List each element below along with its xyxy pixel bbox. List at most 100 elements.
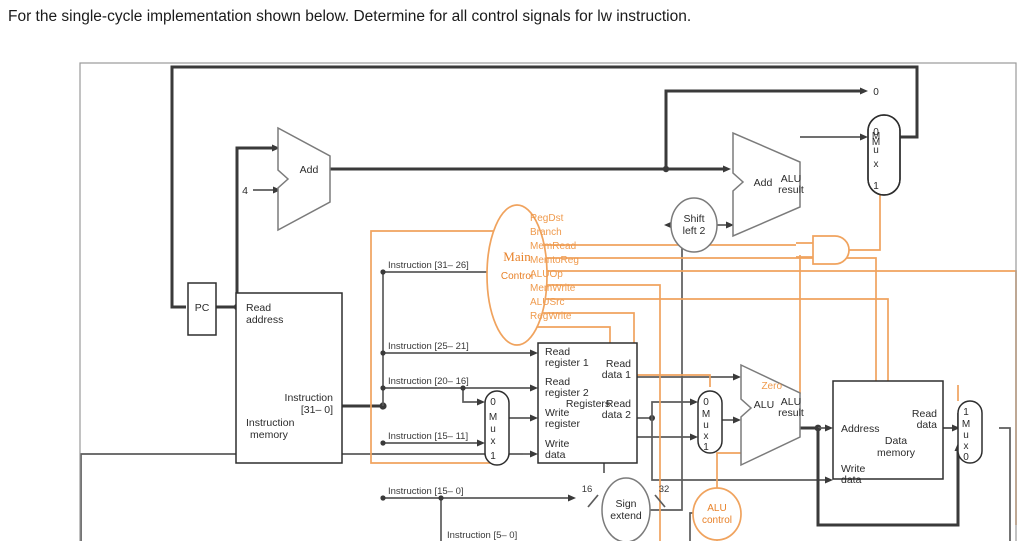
branch-result-line1: ALU	[781, 173, 801, 185]
registers-block: Read register 1 Read register 2 Write re…	[537, 342, 638, 464]
alu-result-line2: result	[778, 407, 804, 419]
mux-alusrc-x: x	[704, 431, 709, 442]
wire-aluresult	[800, 424, 962, 527]
bus-label-instr-5-0: Instruction [5– 0]	[447, 530, 517, 541]
mux-pcsource-x: x	[874, 159, 879, 170]
wire-instr2016-to-regdst	[460, 385, 485, 406]
control-signal-aluop: ALUOp	[530, 269, 563, 280]
alu-label: ALU	[754, 399, 774, 411]
branch-result-line2: result	[778, 184, 804, 196]
bus-labels: Instruction [31– 26] Instruction [25– 21…	[388, 260, 517, 541]
wire-memtoreg-to-writedata	[80, 427, 1011, 541]
bus-label-instr-20-16: Instruction [20– 16]	[388, 376, 469, 387]
reg-wr-line1: Write	[545, 407, 569, 419]
imem-readaddr-line2: address	[246, 314, 283, 326]
reg-rr2-line1: Read	[545, 376, 570, 388]
wire-branchadd-to-pcmux	[800, 133, 868, 141]
and-gate	[796, 235, 850, 265]
control-signal-memwrite: MemWrite	[530, 283, 576, 294]
wire-alusrc-to-alu	[722, 416, 741, 424]
instruction-memory-block: Read address Instruction memory Instruct…	[235, 292, 343, 464]
datapath-diagram: PC Add 4 Add ALU result Shift left 2 0 M…	[0, 55, 1024, 541]
sign-extend-line2: extend	[610, 510, 642, 522]
dmem-wd-line2: data	[841, 474, 862, 486]
dmem-wd-line1: Write	[841, 463, 865, 475]
mux-memtoreg-u: u	[963, 430, 969, 441]
wire-readdata1-to-alu	[637, 373, 741, 381]
main-control-line2: Control	[501, 271, 533, 282]
dmem-address-label: Address	[841, 423, 880, 435]
mux-alusrc-u: u	[703, 420, 709, 431]
wire-const4-to-add	[253, 186, 281, 194]
mux-memtoreg-top-label: 1	[963, 407, 969, 418]
reg-rr1-line2: register 1	[545, 357, 589, 369]
mux-regdst-bottom-label: 1	[490, 451, 496, 462]
imem-out-line1: Instruction	[285, 392, 334, 404]
mux-regdst-x: x	[491, 436, 496, 447]
wire-regdst-to-writereg	[509, 414, 538, 422]
reg-wr-line2: register	[545, 418, 581, 430]
question-text: For the single-cycle implementation show…	[8, 8, 692, 25]
mux-alusrc-m: M	[702, 409, 710, 420]
control-signal-memtoreg: MemtoReg	[530, 255, 579, 266]
mux-memtoreg-m: M	[962, 419, 970, 430]
mux-alu-src: 0 M u x 1	[697, 390, 723, 454]
wire-pcsource-to-pc	[170, 65, 919, 309]
sign-extend-block: Sign extend 16 32	[582, 477, 670, 541]
add-pc4-block: Add 4	[242, 126, 331, 232]
imem-readaddr-line1: Read	[246, 302, 271, 314]
control-signal-branch: Branch	[530, 227, 562, 238]
mux-pcsource-m2: M	[872, 137, 880, 148]
mux-regdst-top-label: 0	[490, 397, 496, 408]
control-signal-memread: MemRead	[530, 241, 576, 252]
main-control-block: Main Control	[486, 204, 548, 346]
imem-out-line2: [31– 0]	[301, 404, 333, 416]
wire-signext-out	[650, 221, 683, 511]
mux-memtoreg-x: x	[964, 441, 969, 452]
control-signal-labels: RegDst Branch MemRead MemtoReg ALUOp Mem…	[530, 213, 579, 322]
mux-alusrc-bottom-label: 1	[703, 442, 709, 453]
reg-rd2-line2: data 2	[602, 409, 631, 421]
bus-label-instr-31-26: Instruction [31– 26]	[388, 260, 469, 271]
mux-regdst-m: M	[489, 412, 497, 423]
mux-pcsource-0: 0	[873, 127, 879, 138]
reg-rr1-line1: Read	[545, 346, 570, 358]
control-wire-zero-to-and	[783, 255, 801, 394]
mux-pcsource-m: M	[872, 131, 880, 142]
control-signal-alusrc: ALUSrc	[530, 297, 564, 308]
wire-pc4-bus	[330, 87, 868, 173]
mux-reg-dst: 0 M u x 1	[484, 390, 510, 466]
dmem-name-line2: memory	[877, 447, 916, 459]
alu-zero-label: Zero	[761, 381, 782, 392]
wire-instruction-bus	[342, 268, 576, 502]
bus-label-instr-15-11: Instruction [15– 11]	[388, 431, 468, 442]
add-branch-label: Add	[754, 177, 773, 189]
bus-label-instr-25-21: Instruction [25– 21]	[388, 341, 469, 352]
alu-control-line2: control	[702, 515, 732, 526]
reg-rd2-line1: Read	[606, 398, 631, 410]
alu-block: ALU ALU result Zero	[740, 363, 804, 467]
bus-label-instr-15-0: Instruction [15– 0]	[388, 486, 464, 497]
imem-name-line2: memory	[250, 429, 289, 441]
alu-control-block: ALU control	[692, 487, 742, 541]
reg-wd-line1: Write	[545, 438, 569, 450]
data-memory-block: Address Write data Read data Data memory	[832, 380, 944, 486]
shift-left-2-line2: left 2	[683, 225, 706, 237]
mux-pcsource-top-label: 0	[873, 87, 879, 98]
reg-rr2-line2: register 2	[545, 387, 589, 399]
main-control-line1: Main	[503, 249, 531, 264]
mux-regdst-u: u	[490, 424, 496, 435]
dmem-rd-line1: Read	[912, 408, 937, 420]
mux-pcsource-bottom-label: 1	[873, 181, 879, 192]
reg-wd-line2: data	[545, 449, 566, 461]
diagram-frame	[79, 62, 1017, 541]
control-signal-regdst: RegDst	[530, 213, 564, 224]
add-pc4-label: Add	[300, 164, 319, 176]
mux-mem-to-reg: 1 M u x 0	[957, 400, 983, 464]
imem-name-line1: Instruction	[246, 417, 295, 429]
pc-block: PC	[187, 282, 217, 336]
mux-memtoreg-bottom-label: 0	[963, 452, 969, 463]
width-32-label: 32	[659, 484, 670, 495]
mux-alusrc-top-label: 0	[703, 397, 709, 408]
alu-control-line1: ALU	[707, 503, 726, 514]
